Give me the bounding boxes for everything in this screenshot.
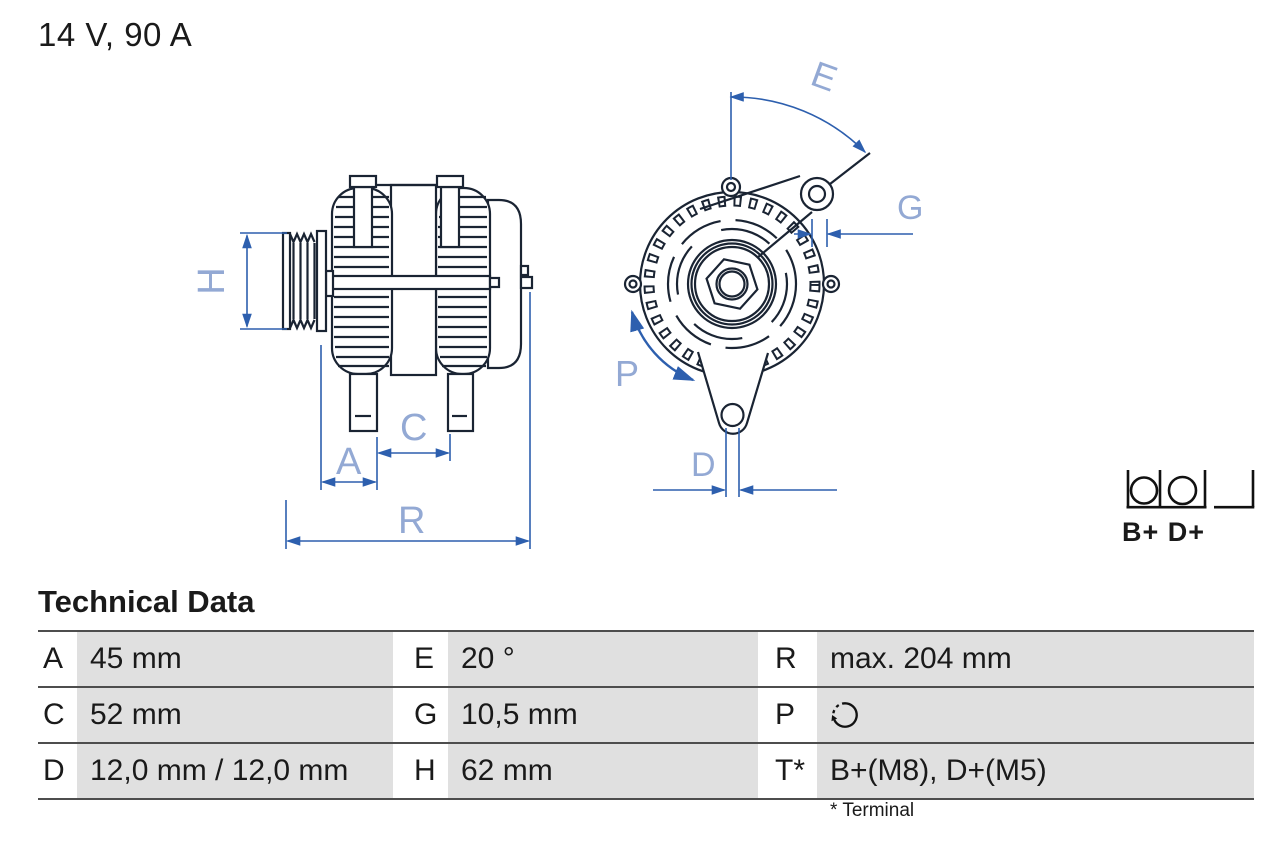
technical-data-table: A 45 mm E 20 ° R max. 204 mm C 52 mm G 1… bbox=[38, 630, 1254, 800]
terminal-diagram-label: B+ D+ bbox=[1122, 517, 1206, 547]
bottom-mounting-lug bbox=[696, 351, 770, 435]
spec-value-g: 10,5 mm bbox=[448, 688, 758, 742]
through-bolts bbox=[348, 174, 465, 249]
dim-label-c: C bbox=[400, 407, 427, 449]
terminal-footnote: * Terminal bbox=[830, 800, 915, 821]
column-gap bbox=[393, 744, 409, 798]
dim-label-a: A bbox=[336, 441, 362, 483]
spec-value-t: B+(M8), D+(M5) bbox=[817, 744, 1254, 798]
terminal-stud bbox=[519, 264, 534, 290]
column-gap bbox=[758, 688, 770, 742]
page-title: 14 V, 90 A bbox=[38, 16, 193, 53]
dim-label-e: E bbox=[806, 55, 843, 100]
column-gap bbox=[393, 632, 409, 686]
spec-key-t: T* bbox=[770, 744, 817, 798]
spec-key-a: A bbox=[38, 632, 77, 686]
rotation-direction-icon bbox=[831, 702, 858, 728]
dimension-lines-side bbox=[240, 232, 531, 549]
dim-label-p: P bbox=[615, 353, 639, 394]
technical-data-heading: Technical Data bbox=[38, 584, 255, 619]
spec-key-g: G bbox=[409, 688, 448, 742]
spec-key-h: H bbox=[409, 744, 448, 798]
dim-label-h: H bbox=[191, 267, 233, 294]
spec-value-r: max. 204 mm bbox=[817, 632, 1254, 686]
dim-label-r: R bbox=[398, 500, 425, 542]
dim-label-d: D bbox=[691, 446, 716, 484]
spec-value-c: 52 mm bbox=[77, 688, 393, 742]
dimension-lines-front bbox=[630, 92, 913, 497]
mounting-ear bbox=[699, 152, 871, 259]
column-gap bbox=[758, 632, 770, 686]
shaft-nut bbox=[705, 258, 759, 310]
spec-key-r: R bbox=[770, 632, 817, 686]
table-row: C 52 mm G 10,5 mm P bbox=[38, 686, 1254, 742]
alternator-front-view-drawing: E G D P bbox=[615, 55, 923, 497]
spec-value-h: 62 mm bbox=[448, 744, 758, 798]
spec-value-p bbox=[817, 688, 1254, 742]
spec-value-e: 20 ° bbox=[448, 632, 758, 686]
rear-cover bbox=[486, 198, 523, 370]
spec-key-e: E bbox=[409, 632, 448, 686]
table-row: A 45 mm E 20 ° R max. 204 mm bbox=[38, 630, 1254, 686]
spec-value-a: 45 mm bbox=[77, 632, 393, 686]
inner-rings bbox=[666, 218, 798, 350]
mounting-feet bbox=[348, 372, 475, 433]
table-row: D 12,0 mm / 12,0 mm H 62 mm T* B+(M8), D… bbox=[38, 742, 1254, 798]
spec-value-d: 12,0 mm / 12,0 mm bbox=[77, 744, 393, 798]
pulley bbox=[281, 229, 335, 333]
band-bolt bbox=[488, 276, 501, 289]
column-gap bbox=[393, 688, 409, 742]
alternator-side-view-drawing: H A C R bbox=[191, 174, 534, 549]
spec-key-p: P bbox=[770, 688, 817, 742]
center-band bbox=[330, 274, 492, 291]
spec-key-c: C bbox=[38, 688, 77, 742]
column-gap bbox=[758, 744, 770, 798]
dim-label-g: G bbox=[897, 189, 923, 227]
housing-tabs bbox=[623, 176, 841, 294]
connector-terminals-icon bbox=[1126, 470, 1255, 509]
spec-key-d: D bbox=[38, 744, 77, 798]
